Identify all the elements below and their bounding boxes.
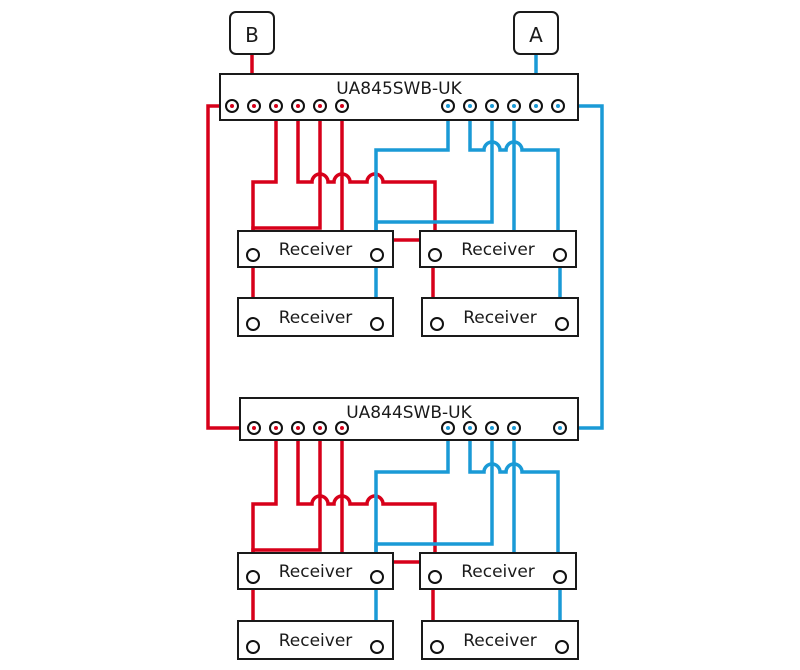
receiver-label: Receiver <box>279 308 353 328</box>
receiver-port-a <box>246 317 260 331</box>
receiver-box <box>421 297 579 337</box>
receiver-port-b <box>555 640 569 654</box>
receiver-port-a <box>430 317 444 331</box>
blue-feed-wire <box>512 106 562 322</box>
blue-feed-wire <box>374 428 494 643</box>
port-connector <box>230 104 234 108</box>
red-feed-wire <box>340 428 435 643</box>
receiver-label: Receiver <box>463 631 537 651</box>
antenna-b-box <box>229 11 275 55</box>
blue-feed-wire <box>374 106 450 253</box>
blue-feed-wire <box>374 428 450 575</box>
port-connector <box>252 104 256 108</box>
blue-cascade-wire <box>558 104 604 430</box>
red-feed-wire <box>251 106 278 253</box>
port-connector <box>468 426 472 430</box>
port-connector <box>446 426 450 430</box>
port-connector <box>490 426 494 430</box>
port-connector <box>274 426 278 430</box>
splitter-model-label: UA844SWB-UK <box>346 403 472 423</box>
port-connector <box>512 426 516 430</box>
receiver-port-a <box>428 248 442 262</box>
receiver-label: Receiver <box>461 562 535 582</box>
red-feed-wire <box>340 106 435 322</box>
receiver-port-b <box>553 570 567 584</box>
receiver-port-a <box>246 640 260 654</box>
receiver-port-b <box>370 570 384 584</box>
antenna-label: B <box>245 23 259 47</box>
receiver-port-b <box>370 640 384 654</box>
receiver-box <box>419 552 577 590</box>
receiver-box <box>237 230 394 268</box>
receiver-port-a <box>246 248 260 262</box>
receiver-port-b <box>370 317 384 331</box>
port-connector <box>296 426 300 430</box>
splitter-model-label: UA845SWB-UK <box>336 79 462 99</box>
receiver-box <box>237 552 394 590</box>
port-connector <box>446 104 450 108</box>
port-connector <box>296 104 300 108</box>
red-feed-wire <box>251 428 322 643</box>
receiver-box <box>419 230 577 268</box>
receiver-port-b <box>555 317 569 331</box>
receiver-box <box>237 620 394 660</box>
antenna-a-box <box>513 11 559 55</box>
port-connector <box>534 104 538 108</box>
receiver-port-b <box>370 248 384 262</box>
receiver-port-a <box>430 640 444 654</box>
receiver-box <box>421 620 579 660</box>
port-connector <box>468 104 472 108</box>
port-connector <box>252 426 256 430</box>
receiver-port-b <box>553 248 567 262</box>
receiver-label: Receiver <box>279 240 353 260</box>
red-feed-wire <box>251 106 322 322</box>
port-connector <box>318 426 322 430</box>
antenna-label: A <box>529 23 543 47</box>
receiver-label: Receiver <box>463 308 537 328</box>
receiver-port-a <box>428 570 442 584</box>
port-connector <box>318 104 322 108</box>
port-connector <box>340 426 344 430</box>
blue-feed-wire <box>468 106 560 253</box>
receiver-label: Receiver <box>461 240 535 260</box>
port-connector <box>558 426 562 430</box>
port-connector <box>340 104 344 108</box>
port-connector <box>274 104 278 108</box>
port-connector <box>512 104 516 108</box>
splitter-top <box>219 73 579 121</box>
red-feed-wire <box>251 428 278 575</box>
blue-feed-wire <box>374 106 494 322</box>
receiver-label: Receiver <box>279 562 353 582</box>
receiver-box <box>237 297 394 337</box>
receiver-port-a <box>246 570 260 584</box>
receiver-label: Receiver <box>279 631 353 651</box>
blue-feed-wire <box>512 428 562 643</box>
port-connector <box>490 104 494 108</box>
blue-feed-wire <box>468 428 560 575</box>
port-connector <box>556 104 560 108</box>
